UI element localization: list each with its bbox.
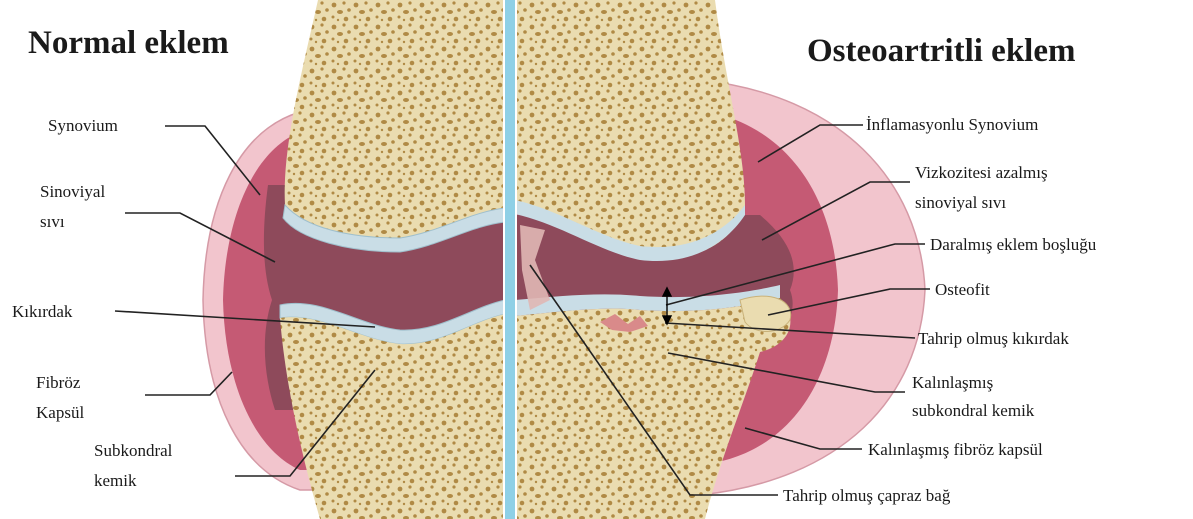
label-thickened-bone-line1: Kalınlaşmış: [912, 369, 993, 396]
label-fibrous-capsule-line1: Fibröz: [36, 369, 80, 396]
label-narrowed-joint-space: Daralmış eklem boşluğu: [930, 231, 1096, 258]
label-torn-ligament: Tahrip olmuş çapraz bağ: [783, 482, 950, 509]
label-synovium: Synovium: [48, 112, 118, 139]
label-synovial-fluid-line1: Sinoviyal: [40, 178, 105, 205]
left-lower-bone: [280, 314, 505, 519]
label-inflamed-synovium: İnflamasyonlu Synovium: [866, 111, 1038, 138]
title-normal-joint: Normal eklem: [28, 27, 229, 60]
label-subchondral-bone-line2: kemik: [94, 467, 137, 494]
label-low-viscosity-fluid-line2: sinoviyal sıvı: [915, 189, 1006, 216]
arthritic-joint-art: [515, 0, 925, 519]
label-osteophyte: Osteofit: [935, 276, 990, 303]
label-low-viscosity-fluid-line1: Vizkozitesi azalmış: [915, 159, 1048, 186]
label-damaged-cartilage: Tahrip olmuş kıkırdak: [918, 325, 1069, 352]
label-fibrous-capsule-line2: Kapsül: [36, 399, 84, 426]
label-synovial-fluid-line2: sıvı: [40, 208, 65, 235]
label-subchondral-bone-line1: Subkondral: [94, 437, 172, 464]
title-arthritic-joint: Osteoartritli eklem: [807, 35, 1075, 68]
left-upper-bone: [285, 0, 505, 238]
label-thickened-capsule: Kalınlaşmış fibröz kapsül: [868, 436, 1043, 463]
label-thickened-bone-line2: subkondral kemik: [912, 397, 1034, 424]
label-cartilage: Kıkırdak: [12, 298, 72, 325]
normal-joint-art: [203, 0, 505, 519]
